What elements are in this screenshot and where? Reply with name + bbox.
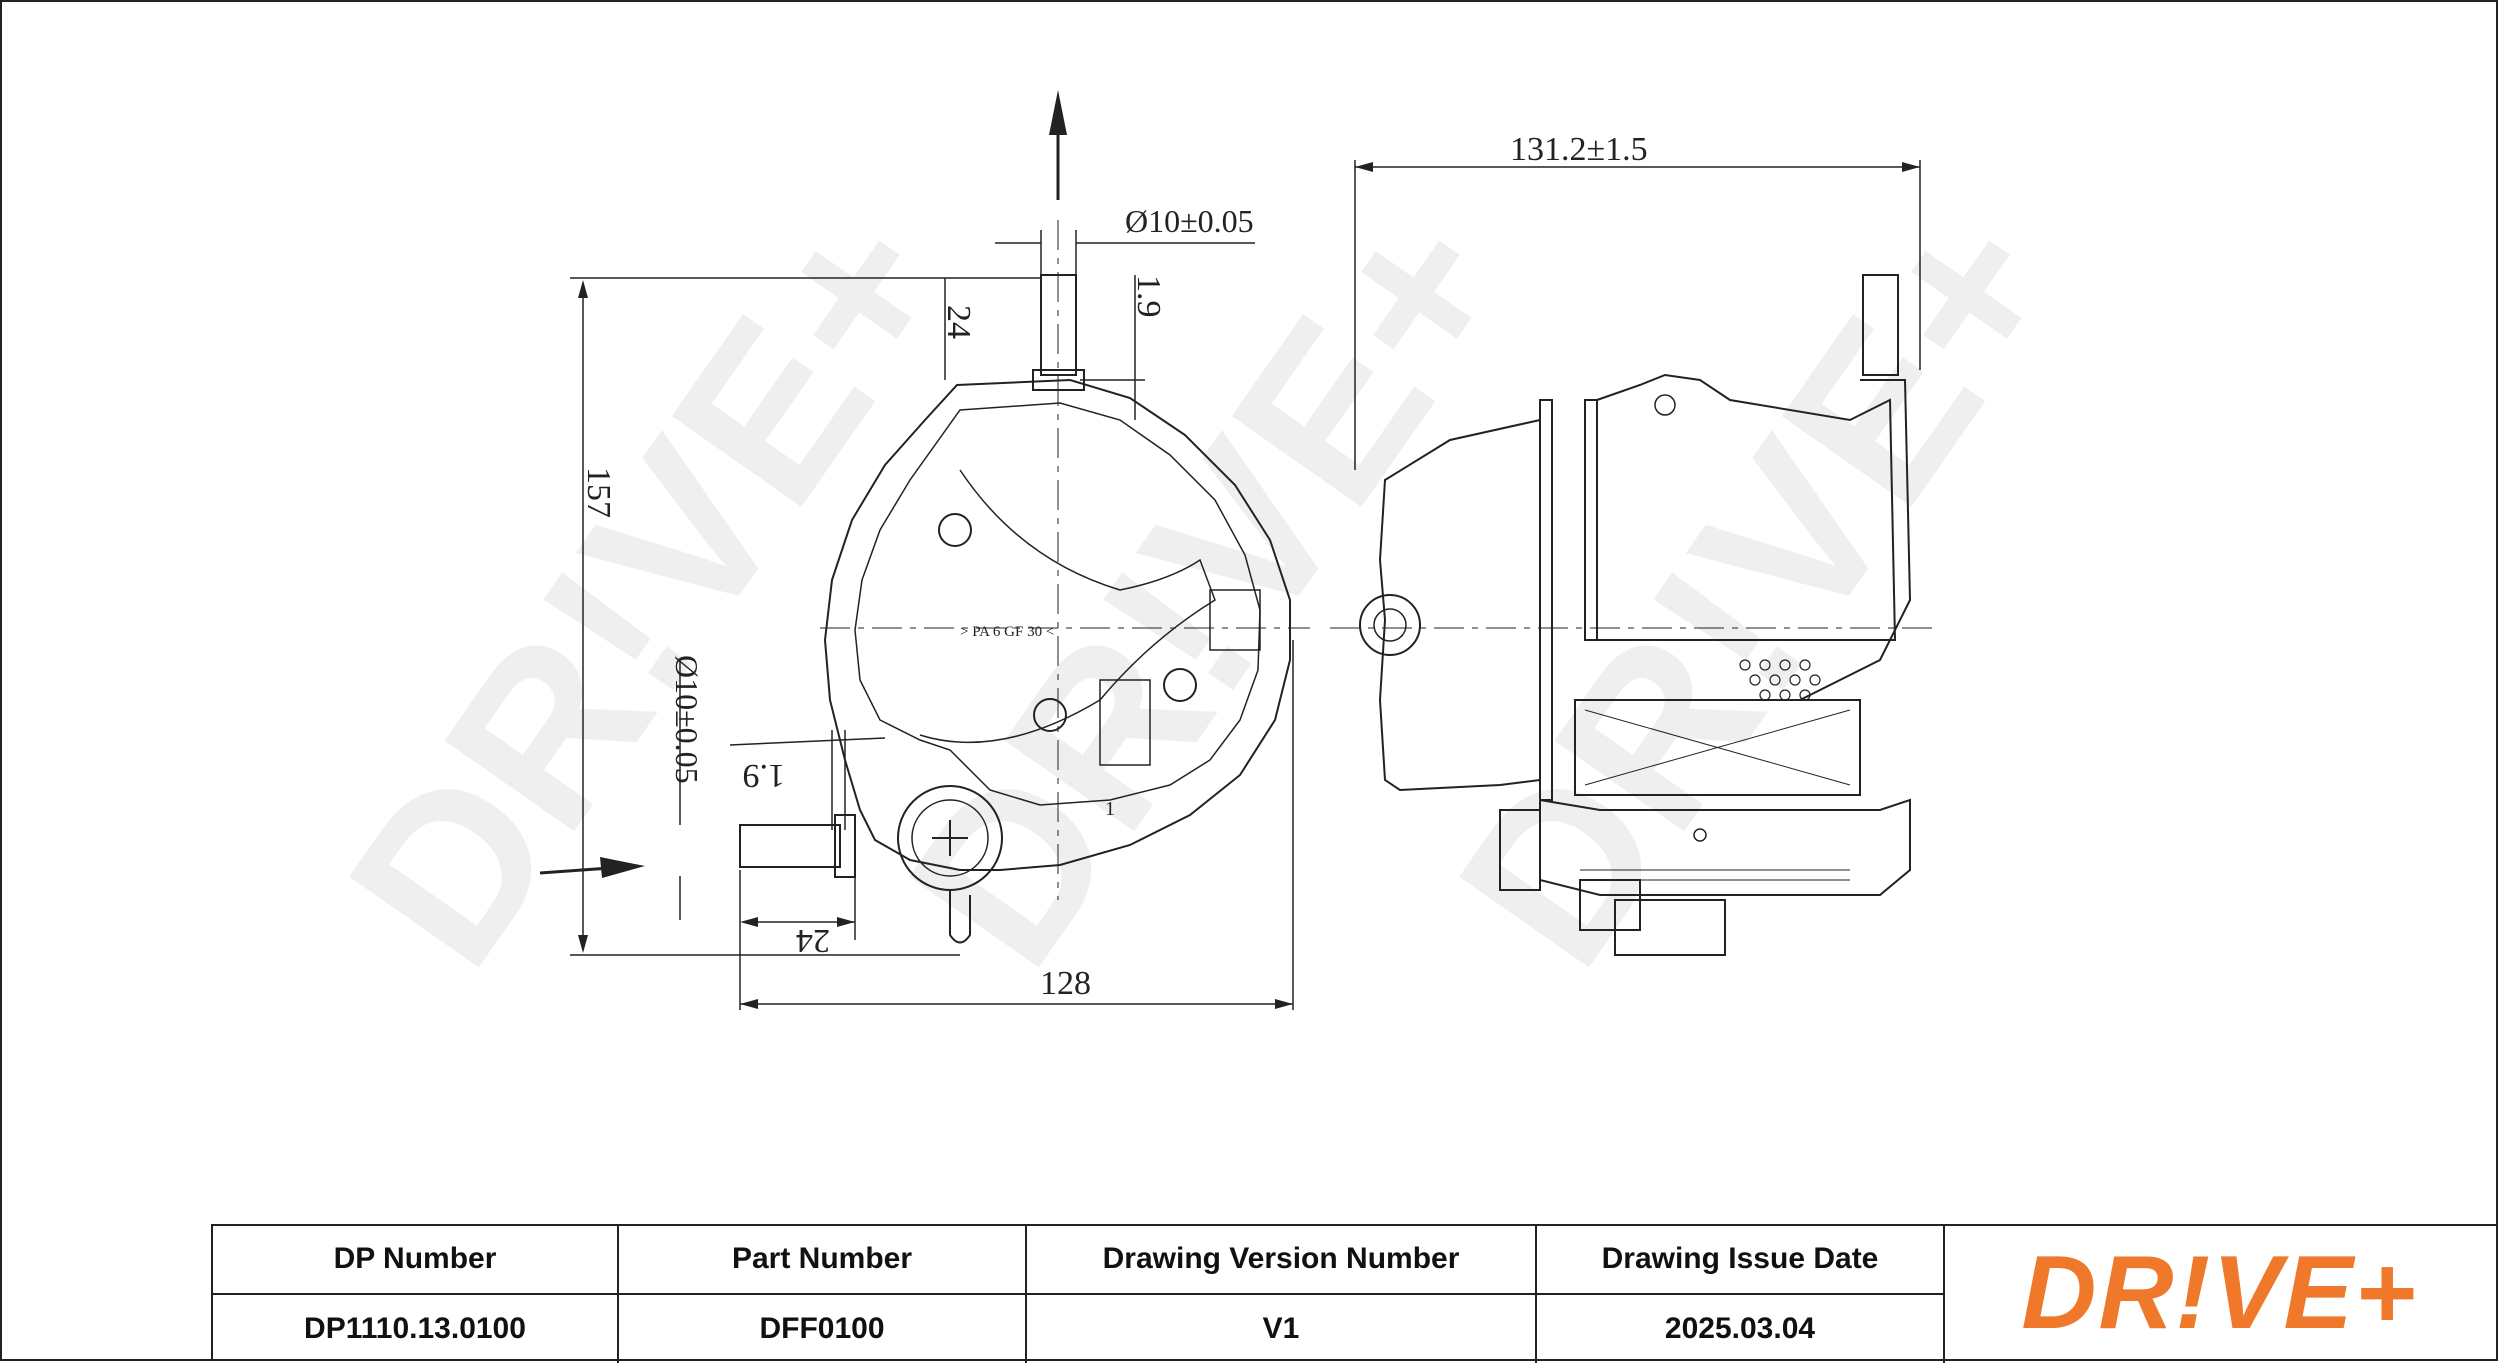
title-header-row: DP Number Part Number Drawing Version Nu… [213, 1226, 1945, 1295]
header-issue-date: Drawing Issue Date [1536, 1226, 1945, 1295]
watermark-group: DR!VE+ DR!VE+ DR!VE+ [300, 164, 2108, 1008]
side-view [1330, 274, 1940, 956]
side-housing-front [1378, 419, 1541, 792]
front-view-dimensions [570, 230, 1294, 1010]
title-block: DP Number Part Number Drawing Version Nu… [211, 1224, 2500, 1363]
dimension-labels: Ø10±0.05 1.9 24 157 Ø10±0.05 1.9 24 128 … [580, 131, 1648, 1002]
title-table: DP Number Part Number Drawing Version Nu… [213, 1226, 1945, 1363]
side-inlet-pipe [739, 824, 841, 868]
filter-element [1574, 699, 1861, 796]
value-drawing-version: V1 [1026, 1293, 1537, 1363]
filter-body-outline [823, 378, 1291, 871]
side-outlet-pipe [1862, 274, 1899, 376]
brand-logo: DR!VE+ [1939, 1226, 2500, 1361]
dim-side-stub: 24 [796, 922, 830, 959]
dim-top-diameter: Ø10±0.05 [1125, 203, 1254, 239]
side-housing-bottom [1539, 798, 1911, 896]
technical-drawing: DR!VE+ DR!VE+ DR!VE+ [300, 90, 2108, 1010]
front-view [539, 90, 1310, 944]
dim-side-wall: 1.9 [743, 757, 786, 794]
dim-side-length: 131.2±1.5 [1510, 131, 1648, 168]
value-part-number: DFF0100 [618, 1293, 1027, 1363]
flow-arrow-up-icon [1049, 90, 1067, 135]
dim-side-diameter: Ø10±0.05 [669, 655, 705, 784]
header-dp-number: DP Number [213, 1226, 619, 1295]
flow-arrow-in-icon [600, 857, 645, 878]
bleed-screw [1359, 594, 1421, 656]
header-part-number: Part Number [618, 1226, 1027, 1295]
header-drawing-version: Drawing Version Number [1026, 1226, 1537, 1295]
dim-overall-height: 157 [580, 467, 617, 518]
dim-front-width: 128 [1040, 965, 1091, 1002]
number-marking: 1 [1105, 798, 1115, 820]
dim-top-stub: 24 [940, 305, 977, 339]
dim-top-wall: 1.9 [1130, 275, 1167, 318]
side-view-dimensions [1354, 160, 1921, 470]
sensor-connector [1614, 899, 1726, 956]
side-housing-top [1596, 373, 1897, 641]
brand-logo-text: DR!VE+ [2021, 1235, 2418, 1351]
title-value-row: DP1110.13.0100 DFF0100 V1 2025.03.04 [213, 1293, 1945, 1363]
material-marking: > PA 6 GF 30 < [960, 624, 1054, 640]
value-dp-number: DP1110.13.0100 [213, 1293, 619, 1363]
value-issue-date: 2025.03.04 [1536, 1293, 1945, 1363]
